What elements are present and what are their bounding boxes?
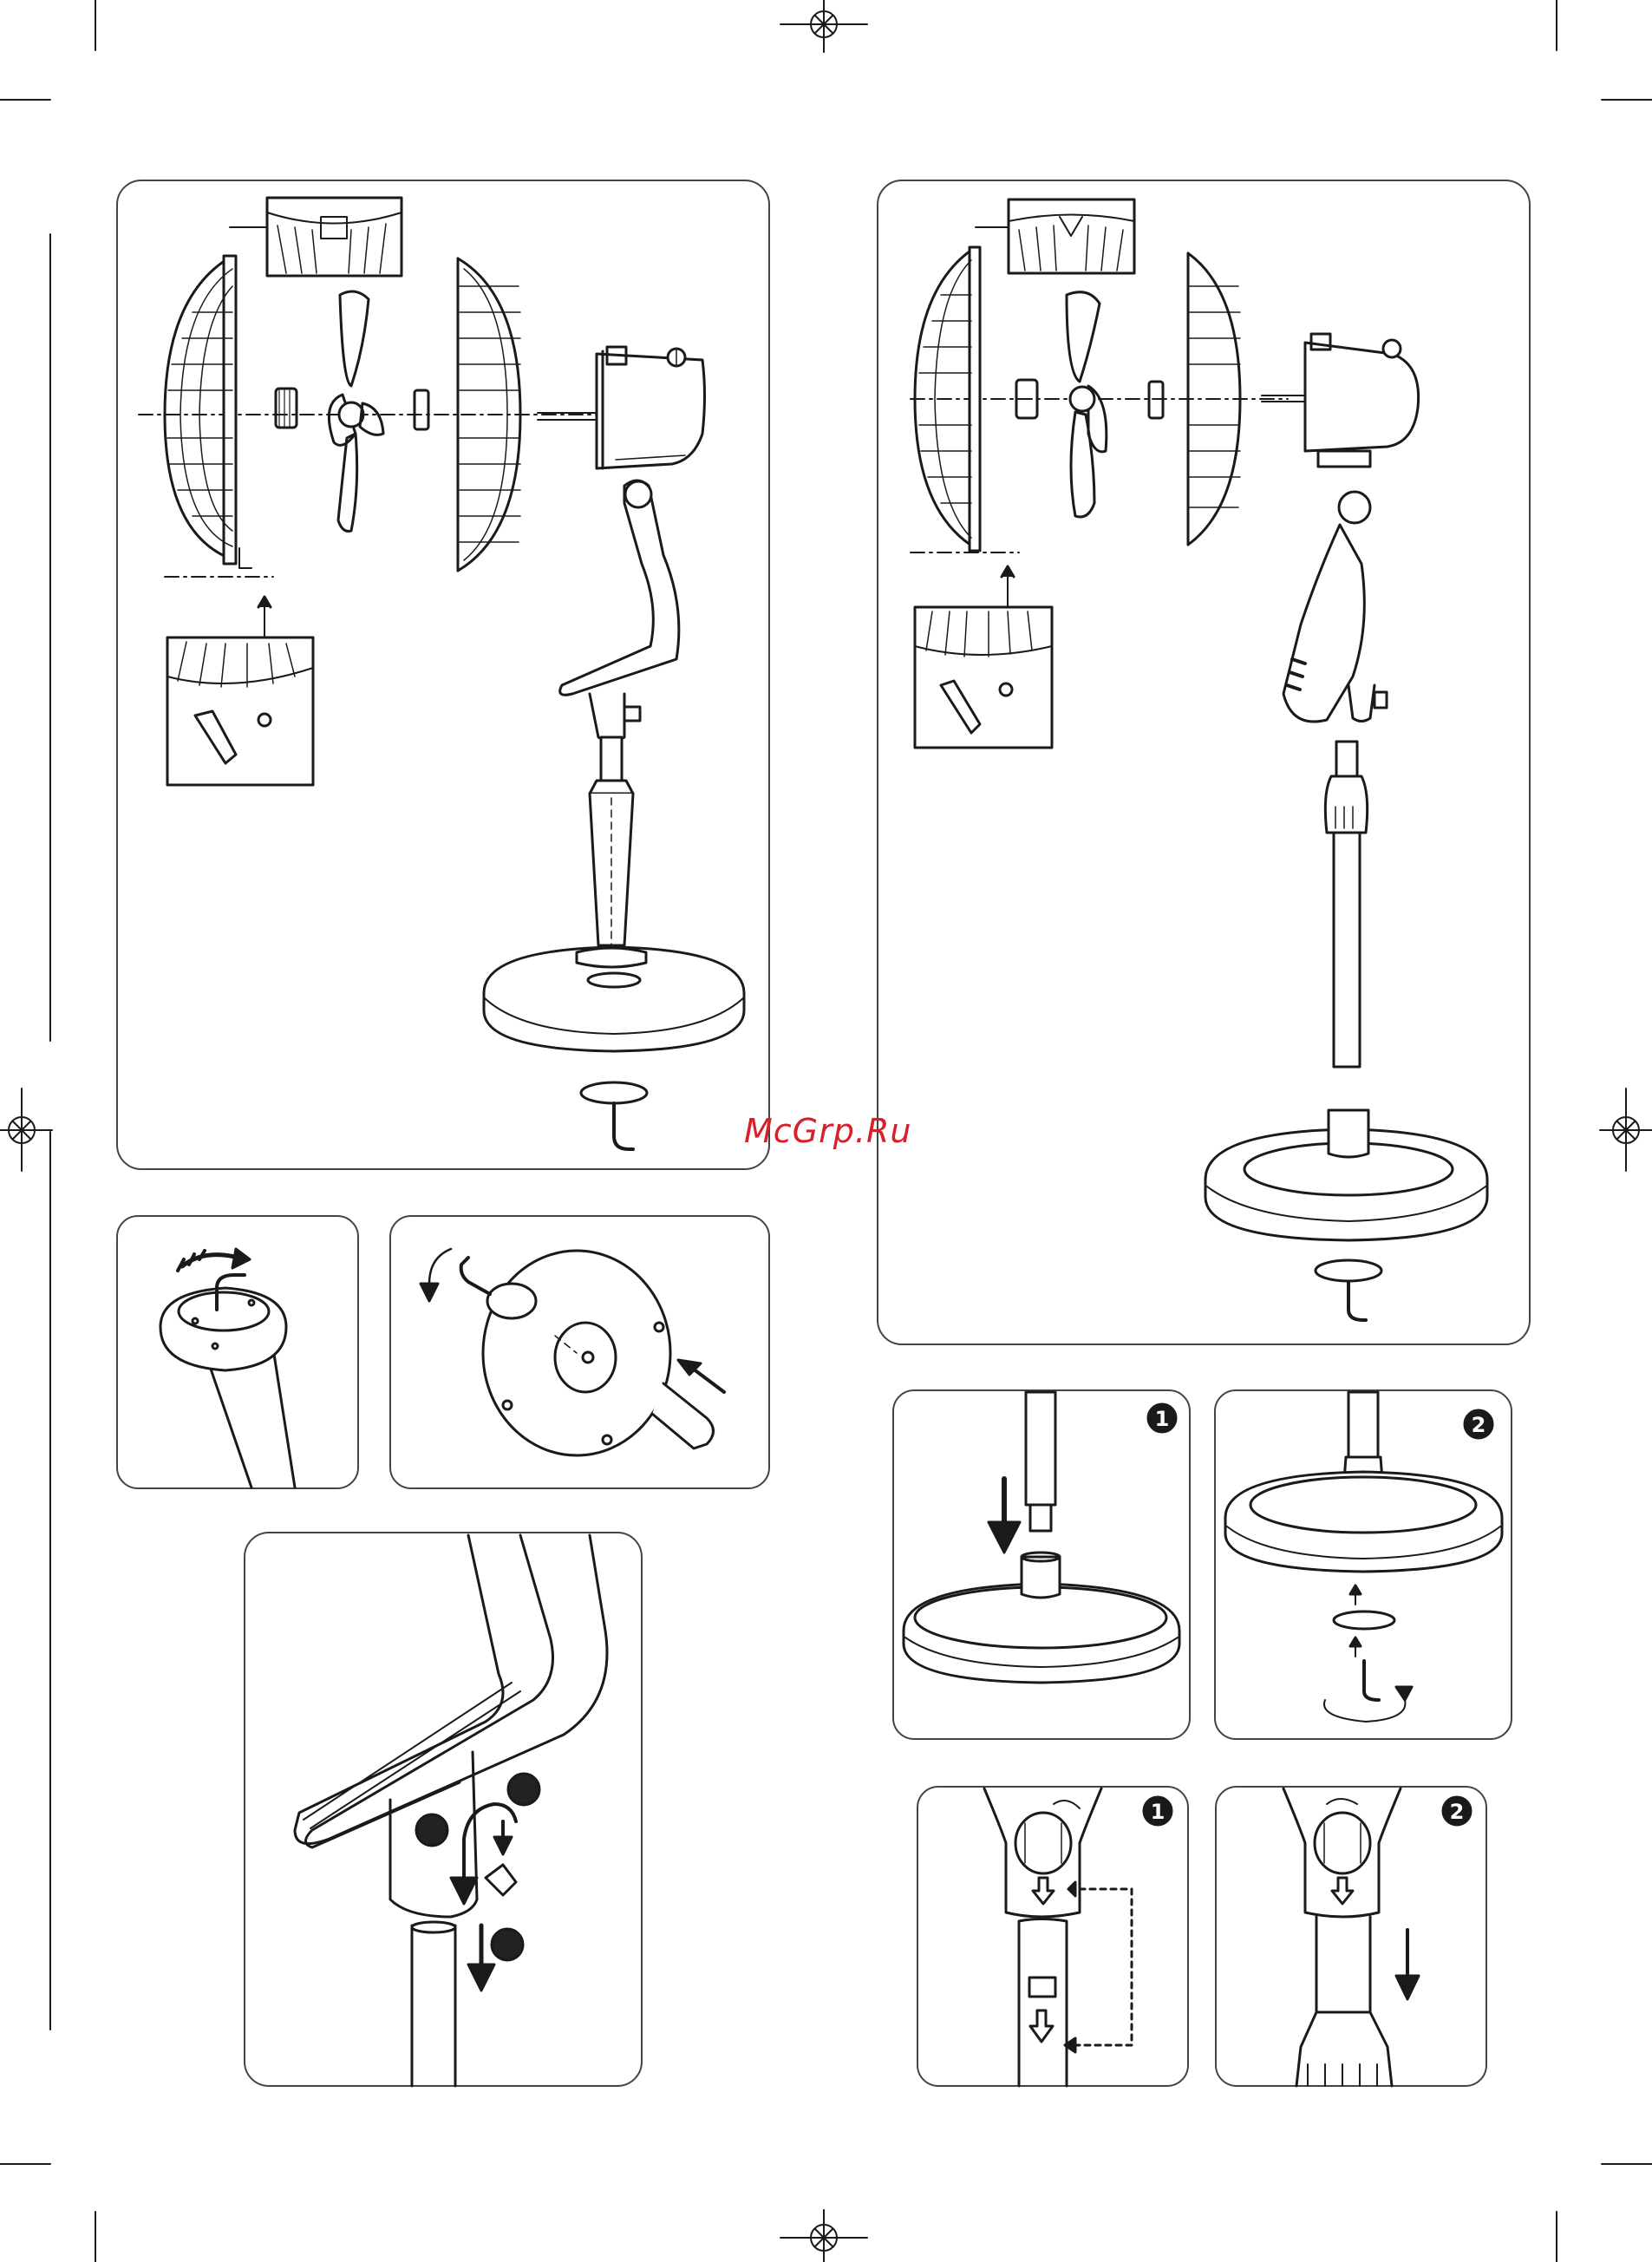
fan-blade bbox=[329, 291, 383, 532]
step-marker-3 bbox=[492, 1929, 523, 1960]
motor-housing bbox=[538, 347, 705, 468]
step-badges: 1 2 1 2 bbox=[1144, 1404, 1492, 1825]
base-washer bbox=[581, 1082, 647, 1103]
step-marker-2 bbox=[508, 1774, 539, 1805]
guard-clip-detail-top bbox=[230, 198, 402, 276]
yoke-stem bbox=[1283, 492, 1387, 722]
telescopic-pole bbox=[1325, 742, 1367, 1067]
base-screw-on bbox=[1225, 1392, 1502, 1722]
height-lock-release bbox=[984, 1788, 1132, 2086]
pole-into-base bbox=[904, 1392, 1179, 1683]
pedestal-pole bbox=[590, 737, 633, 945]
round-base bbox=[484, 947, 744, 1051]
motor-housing bbox=[1262, 334, 1419, 467]
washer bbox=[1334, 1612, 1394, 1629]
fan-blade bbox=[1067, 292, 1107, 517]
guard-clip-detail-top bbox=[976, 199, 1134, 273]
guard-ring-nut bbox=[415, 390, 428, 429]
stem-mount-closeup bbox=[295, 1535, 607, 2086]
base-bolt bbox=[1348, 1282, 1366, 1320]
step-number-lock-release: 1 bbox=[1151, 1800, 1166, 1824]
registration-mark-right bbox=[1600, 1089, 1652, 1171]
exploded-fan-telescopic bbox=[911, 199, 1487, 1320]
rear-guard bbox=[165, 256, 251, 568]
base-washer bbox=[1316, 1260, 1381, 1281]
step-number-base-screw: 2 bbox=[1472, 1413, 1486, 1437]
pole-bolt-tighten bbox=[160, 1249, 295, 1487]
step-number-lock-slide: 2 bbox=[1450, 1800, 1465, 1824]
watermark-text: McGrp.Ru bbox=[744, 1112, 911, 1150]
exploded-fan-pedestal bbox=[139, 198, 744, 1149]
registration-mark-left bbox=[0, 1089, 52, 1171]
registration-mark-bottom bbox=[780, 2210, 867, 2262]
base-bolt bbox=[614, 1103, 633, 1149]
registration-mark-top bbox=[780, 0, 867, 52]
step-marker-1 bbox=[416, 1814, 447, 1846]
base-underside-bolt bbox=[421, 1249, 724, 1455]
height-lock-slide bbox=[1283, 1788, 1419, 2086]
round-base bbox=[1205, 1110, 1487, 1240]
yoke-stem bbox=[560, 481, 679, 742]
guard-clip-detail-bottom bbox=[165, 577, 313, 785]
guard-clip-detail-bottom bbox=[911, 552, 1052, 748]
step-number-base-insert: 1 bbox=[1155, 1407, 1170, 1431]
